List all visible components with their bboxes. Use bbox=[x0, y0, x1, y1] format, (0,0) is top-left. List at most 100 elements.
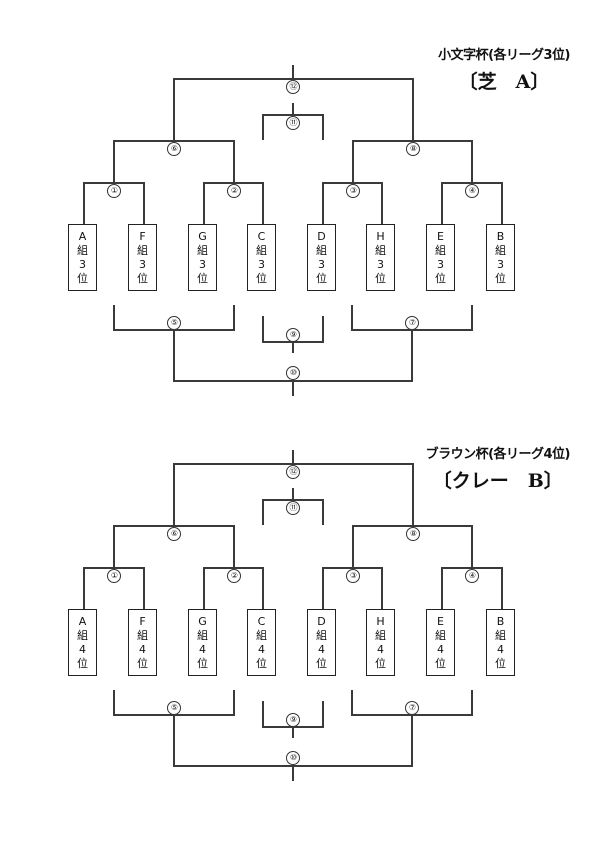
team-suffix: 位 bbox=[435, 271, 446, 285]
team-suffix: 位 bbox=[197, 271, 208, 285]
team-suffix: 位 bbox=[137, 271, 148, 285]
bracket-line bbox=[441, 182, 503, 184]
team-rank: 3 bbox=[258, 257, 265, 271]
team-rank: 4 bbox=[79, 642, 86, 656]
bracket-line bbox=[233, 305, 235, 329]
bracket-line bbox=[411, 714, 413, 765]
team-label: 組 bbox=[435, 243, 446, 257]
bracket-line bbox=[173, 463, 175, 525]
team-label: 組 bbox=[495, 243, 506, 257]
team-label: 組 bbox=[137, 243, 148, 257]
bracket-line bbox=[173, 329, 175, 380]
bracket-line bbox=[441, 182, 443, 224]
bracket-line bbox=[471, 525, 473, 567]
bracket-line bbox=[143, 182, 145, 224]
court-label: 〔芝 A〕 bbox=[458, 71, 550, 93]
match-number-3: ③ bbox=[346, 184, 360, 198]
bracket-line bbox=[203, 182, 205, 224]
match-number-8: ⑧ bbox=[406, 142, 420, 156]
bracket-line bbox=[352, 140, 354, 182]
team-group: H bbox=[376, 614, 385, 628]
team-suffix: 位 bbox=[316, 656, 327, 670]
team-suffix: 位 bbox=[435, 656, 446, 670]
match-number-9: ⑨ bbox=[286, 328, 300, 342]
bracket-line bbox=[262, 701, 264, 726]
bracket-line bbox=[471, 690, 473, 714]
team-group: D bbox=[317, 614, 326, 628]
team-label: 組 bbox=[256, 243, 267, 257]
team-label: 組 bbox=[495, 628, 506, 642]
bracket-line bbox=[412, 78, 414, 140]
bracket-line bbox=[381, 567, 383, 609]
bracket-line bbox=[83, 567, 85, 609]
bracket-line bbox=[322, 182, 324, 224]
bracket-title-block: 小文字杯(各リーグ3位) 〔芝 A〕 bbox=[438, 44, 570, 94]
bracket-line bbox=[292, 488, 294, 499]
match-number-11: ⑪ bbox=[286, 116, 300, 130]
team-group: B bbox=[496, 229, 505, 243]
match-number-5: ⑤ bbox=[167, 316, 181, 330]
bracket-line bbox=[113, 305, 115, 329]
team-rank: 3 bbox=[139, 257, 146, 271]
bracket-line bbox=[322, 114, 324, 140]
bracket-line bbox=[351, 690, 353, 714]
team-label: 組 bbox=[137, 628, 148, 642]
team-rank: 3 bbox=[318, 257, 325, 271]
team-rank: 3 bbox=[497, 257, 504, 271]
team-group: E bbox=[437, 229, 444, 243]
bracket-line bbox=[322, 567, 324, 609]
bracket-line bbox=[173, 78, 175, 140]
team-rank: 4 bbox=[258, 642, 265, 656]
team-suffix: 位 bbox=[495, 271, 506, 285]
team-label: 組 bbox=[77, 628, 88, 642]
team-suffix: 位 bbox=[316, 271, 327, 285]
bracket-line bbox=[381, 182, 383, 224]
bracket-line bbox=[173, 463, 414, 465]
team-label: 組 bbox=[256, 628, 267, 642]
bracket-line bbox=[292, 765, 294, 781]
team-rank: 4 bbox=[497, 642, 504, 656]
bracket-line bbox=[262, 114, 264, 140]
bracket-line bbox=[292, 726, 294, 738]
match-number-3: ③ bbox=[346, 569, 360, 583]
match-number-7: ⑦ bbox=[405, 701, 419, 715]
bracket-line bbox=[203, 567, 264, 569]
team-label: 組 bbox=[375, 243, 386, 257]
bracket-line bbox=[233, 525, 235, 567]
bracket-line bbox=[352, 525, 354, 567]
team-rank: 4 bbox=[377, 642, 384, 656]
team-rank: 4 bbox=[318, 642, 325, 656]
cup-title: 小文字杯(各リーグ3位) bbox=[438, 48, 570, 63]
bracket-line bbox=[83, 182, 85, 224]
bracket-line bbox=[173, 714, 175, 765]
match-number-6: ⑥ bbox=[167, 527, 181, 541]
bracket-line bbox=[203, 182, 264, 184]
bracket-line bbox=[292, 341, 294, 353]
team-group: A bbox=[78, 229, 87, 243]
bracket-line bbox=[233, 690, 235, 714]
team-group: C bbox=[257, 229, 266, 243]
bracket-line bbox=[292, 380, 294, 396]
bracket-line bbox=[322, 567, 383, 569]
team-rank: 3 bbox=[437, 257, 444, 271]
bracket-line bbox=[292, 450, 294, 463]
team-label: 組 bbox=[435, 628, 446, 642]
bracket-line bbox=[411, 329, 413, 380]
bracket-line bbox=[322, 182, 383, 184]
team-label: 組 bbox=[316, 628, 327, 642]
team-suffix: 位 bbox=[77, 656, 88, 670]
bracket-line bbox=[113, 690, 115, 714]
cup-title: ブラウン杯(各リーグ4位) bbox=[425, 447, 571, 462]
team-rank: 3 bbox=[377, 257, 384, 271]
team-group: E bbox=[437, 614, 444, 628]
bracket-line bbox=[322, 316, 324, 341]
team-label: 組 bbox=[316, 243, 327, 257]
